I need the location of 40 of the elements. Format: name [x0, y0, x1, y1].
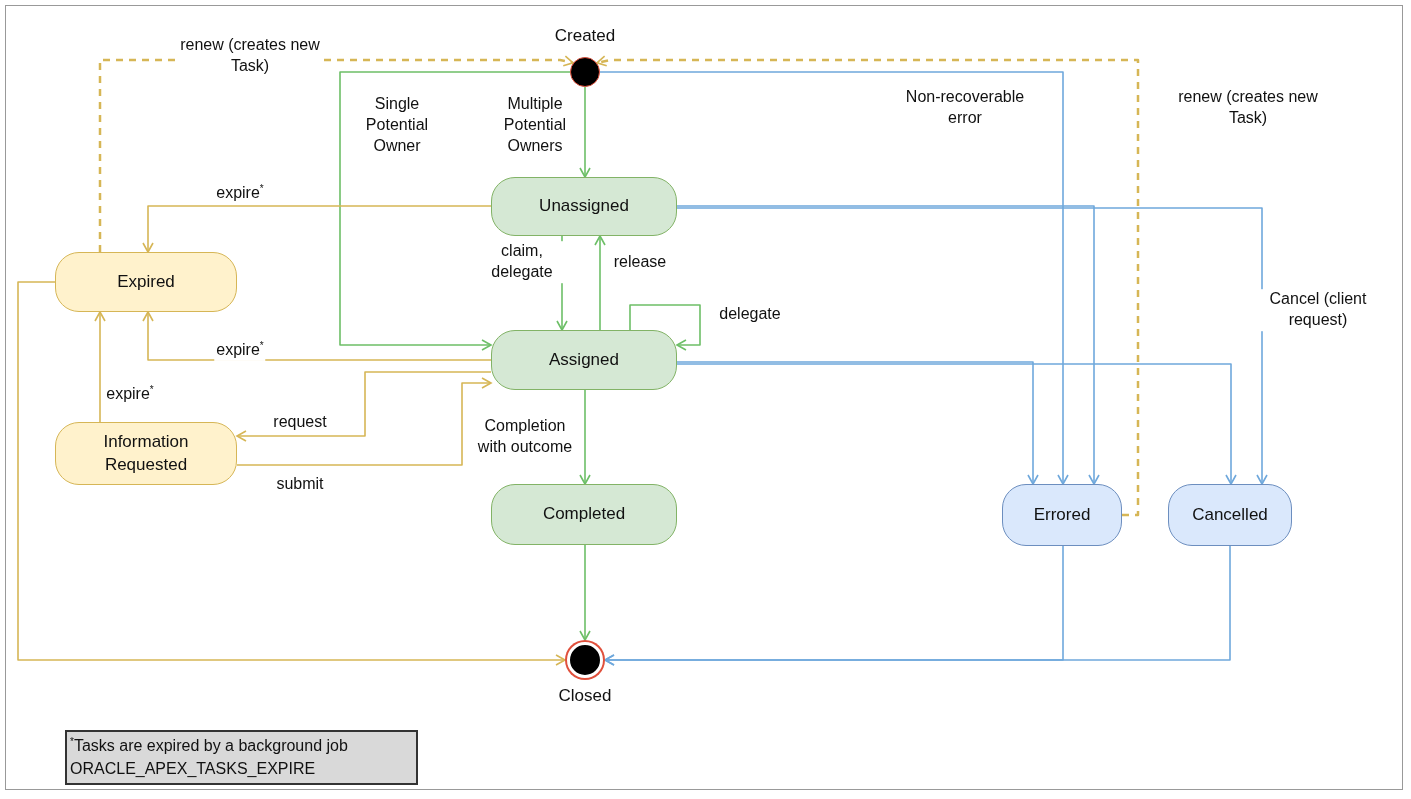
arrow — [339, 71, 571, 351]
state-name: Expired — [117, 270, 175, 293]
arrow — [579, 389, 591, 485]
state-name: Completed — [542, 503, 626, 526]
state-name: Assigned — [549, 348, 619, 371]
arrow — [599, 71, 1069, 485]
state-box — [1168, 484, 1292, 546]
arrow — [236, 371, 492, 442]
arrow — [604, 545, 1231, 666]
arrow — [579, 86, 591, 178]
dashed-arrow — [596, 55, 1140, 517]
footnote: $^{*}$Tasks are expired by a background job ORACLE_APEX_TASKS_EXPIRE — [65, 730, 418, 785]
arrow — [676, 363, 1237, 485]
state-box — [491, 330, 677, 390]
arrow — [676, 207, 1268, 485]
state-box — [55, 252, 237, 312]
state-name: Cancelled — [1192, 503, 1268, 526]
arrow — [676, 361, 1039, 485]
arrow — [142, 205, 492, 253]
initial-state-circle — [570, 57, 600, 87]
state-name: Information Requested — [102, 431, 190, 476]
edge-label: expire$^{*}$ — [214, 338, 266, 362]
state-box — [491, 484, 677, 545]
state-box — [491, 177, 677, 236]
arrow — [594, 235, 606, 331]
state-name: Errored — [1033, 503, 1091, 526]
state-label: Closed — [557, 686, 613, 706]
state-label: Created — [553, 26, 617, 46]
arrow — [236, 377, 492, 466]
final-state-circle — [567, 642, 603, 678]
arrow — [17, 281, 566, 666]
state-box — [1002, 484, 1122, 546]
edge-label: renew (creates new Task) — [1176, 87, 1320, 129]
arrow — [629, 304, 701, 351]
state-name: Unassigned — [539, 195, 629, 218]
arrow — [676, 205, 1100, 485]
state-box — [55, 422, 237, 485]
arrow — [94, 311, 106, 423]
edge-label: renew (creates new Task) — [178, 35, 322, 77]
arrow — [579, 544, 591, 641]
